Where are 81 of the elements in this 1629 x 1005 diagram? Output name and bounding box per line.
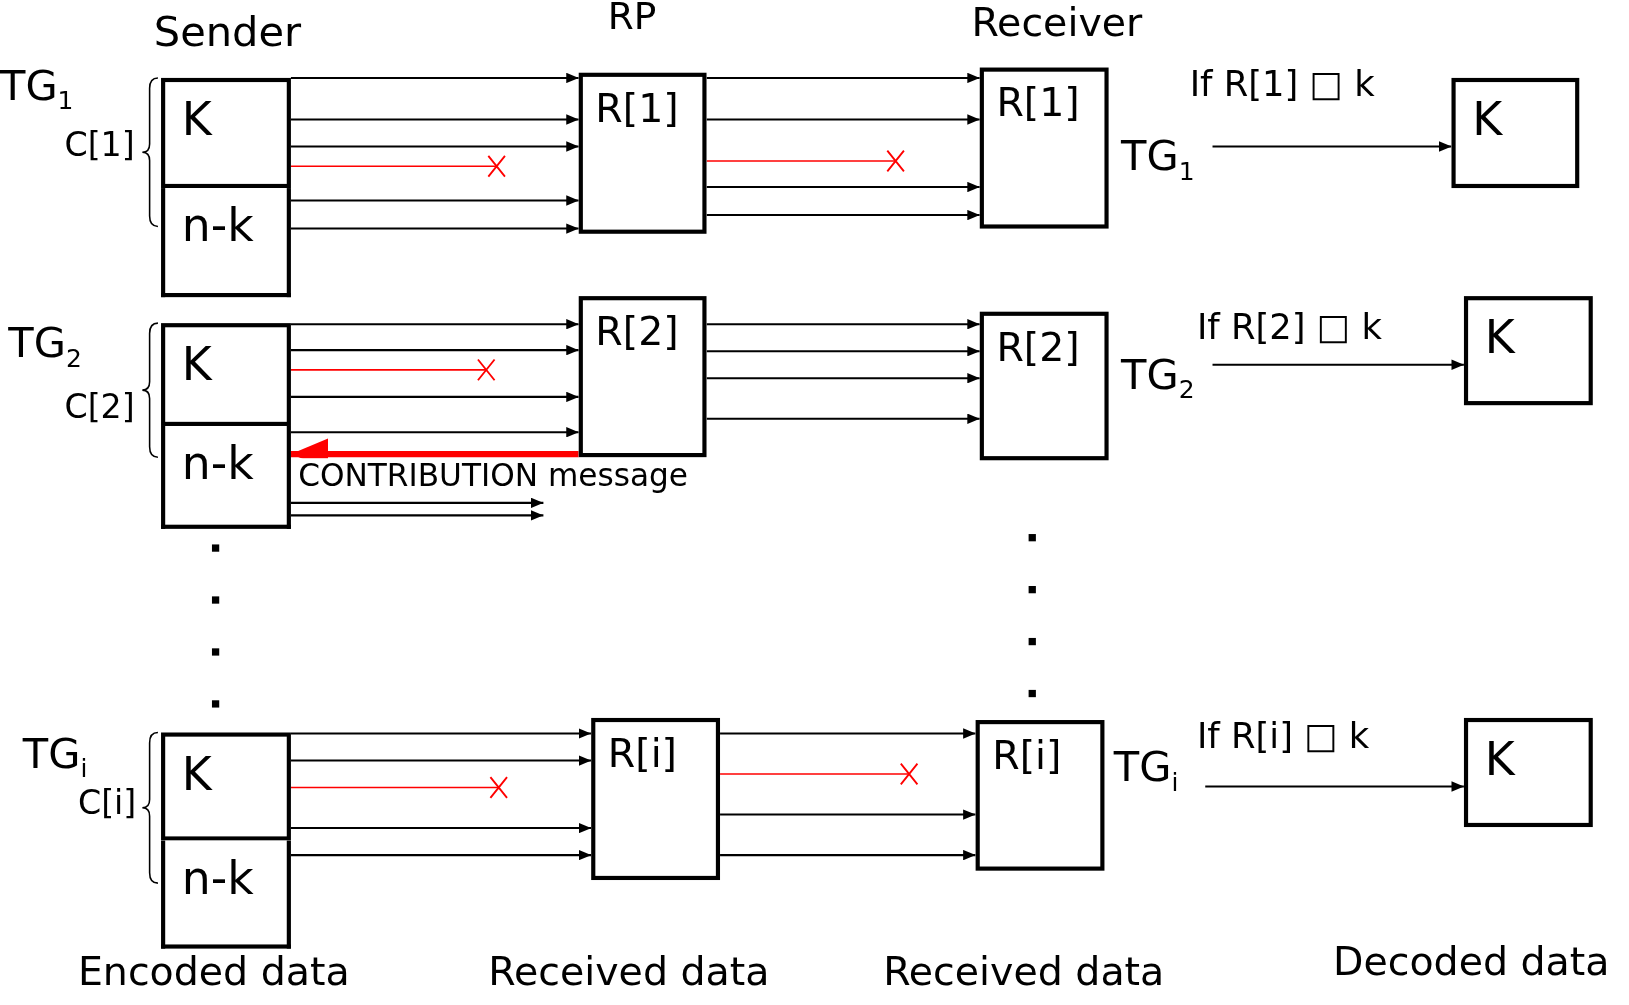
lost-packet-line xyxy=(290,154,506,178)
bracket-label: C[1] xyxy=(64,126,135,164)
arrow xyxy=(1212,359,1464,370)
data-block xyxy=(161,732,291,841)
box-text: R[2] xyxy=(996,324,1080,370)
buffer-box xyxy=(578,72,707,234)
arrow xyxy=(290,114,579,125)
lost-packet-line xyxy=(290,776,508,799)
arrow xyxy=(1212,141,1452,152)
arrow xyxy=(290,822,592,834)
buffer-box xyxy=(979,67,1109,229)
group-label: TG$_{2}$ xyxy=(8,320,82,373)
box-text: R[2] xyxy=(595,308,679,355)
box-text: K xyxy=(1484,732,1515,786)
bracket-label: C[i] xyxy=(77,784,137,821)
buffer-box xyxy=(979,311,1109,461)
column-caption: Decoded data xyxy=(1333,940,1610,984)
arrow xyxy=(290,223,579,234)
data-block xyxy=(1451,77,1580,189)
arrow xyxy=(290,728,592,739)
arrow xyxy=(290,510,544,521)
data-block xyxy=(161,188,291,298)
column-heading: RP xyxy=(607,0,657,37)
box-text: R[i] xyxy=(992,732,1062,779)
column-caption: Received data xyxy=(883,950,1165,995)
arrow xyxy=(706,181,980,193)
arrow xyxy=(290,849,592,861)
arrow xyxy=(706,413,980,424)
edge-label: CONTRIBUTION message xyxy=(298,458,688,493)
arrow xyxy=(290,344,579,356)
box-text: K xyxy=(181,92,212,146)
lost-packet-line xyxy=(719,762,919,786)
box-text: K xyxy=(1472,92,1503,146)
data-block xyxy=(161,840,291,949)
buffer-box xyxy=(591,717,721,881)
arrow xyxy=(290,72,579,84)
box-text: R[1] xyxy=(996,80,1080,126)
column-heading: Receiver xyxy=(971,2,1143,46)
column-heading: Sender xyxy=(153,8,302,55)
arrow xyxy=(706,209,980,221)
column-caption: Encoded data xyxy=(77,950,350,995)
data-block xyxy=(161,426,291,529)
group-label: TG$_{i}$ xyxy=(1113,743,1179,797)
lost-packet-line xyxy=(290,358,496,382)
arrow xyxy=(720,849,976,861)
arrow xyxy=(706,346,980,357)
column-caption: Received data xyxy=(488,950,770,995)
arrow xyxy=(290,427,579,438)
box-text: n-k xyxy=(181,198,254,252)
data-block xyxy=(161,77,291,189)
arrow xyxy=(720,728,976,739)
group-label: TG$_{1}$ xyxy=(0,62,74,115)
buffer-box xyxy=(975,720,1105,871)
arrow xyxy=(720,809,976,820)
box-text: R[i] xyxy=(607,730,678,777)
box-text: K xyxy=(181,747,212,801)
arrow xyxy=(706,114,980,125)
data-block xyxy=(1463,296,1593,406)
arrow xyxy=(290,391,579,403)
group-label: TG$_{i}$ xyxy=(22,730,88,783)
arrow xyxy=(290,755,592,766)
arrow xyxy=(1205,781,1464,792)
bracket-label: C[2] xyxy=(64,388,135,426)
data-block xyxy=(161,323,291,426)
arrow xyxy=(290,195,579,206)
data-block xyxy=(1463,717,1593,828)
lost-packet-line xyxy=(705,149,905,173)
arrow xyxy=(706,318,980,330)
buffer-box xyxy=(578,296,707,458)
group-label: TG$_{2}$ xyxy=(1121,351,1195,404)
arrow xyxy=(290,497,544,509)
box-text: n-k xyxy=(181,850,254,904)
arrow xyxy=(706,373,980,384)
box-text: n-k xyxy=(181,436,254,490)
box-text: K xyxy=(1484,310,1515,364)
box-text: R[1] xyxy=(595,85,679,131)
arrow xyxy=(290,141,579,152)
box-text: K xyxy=(181,337,212,391)
arrow xyxy=(290,318,579,330)
group-label: TG$_{1}$ xyxy=(1121,133,1195,186)
arrow xyxy=(706,72,980,84)
